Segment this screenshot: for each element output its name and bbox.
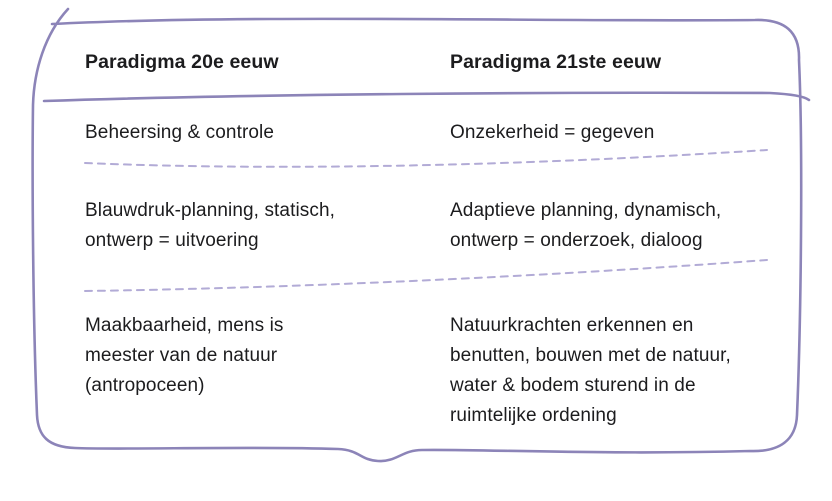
header-20th-century: Paradigma 20e eeuw [85, 51, 279, 73]
row1-right-cell: Onzekerheid = gegeven [450, 122, 655, 143]
row3-right-cell: Natuurkrachten erkennen en benutten, bou… [450, 315, 731, 426]
row-divider-1 [84, 149, 768, 168]
header-21st-century: Paradigma 21ste eeuw [450, 51, 662, 73]
row-divider-2 [84, 259, 768, 292]
row2-right-cell: Adaptieve planning, dynamisch, ontwerp =… [450, 200, 722, 251]
header-underline [42, 91, 811, 103]
row2-left-cell: Blauwdruk-planning, statisch, ontwerp = … [85, 200, 336, 251]
row3-left-cell: Maakbaarheid, mens is meester van de nat… [85, 315, 284, 396]
row1-left-cell: Beheersing & controle [85, 122, 275, 143]
